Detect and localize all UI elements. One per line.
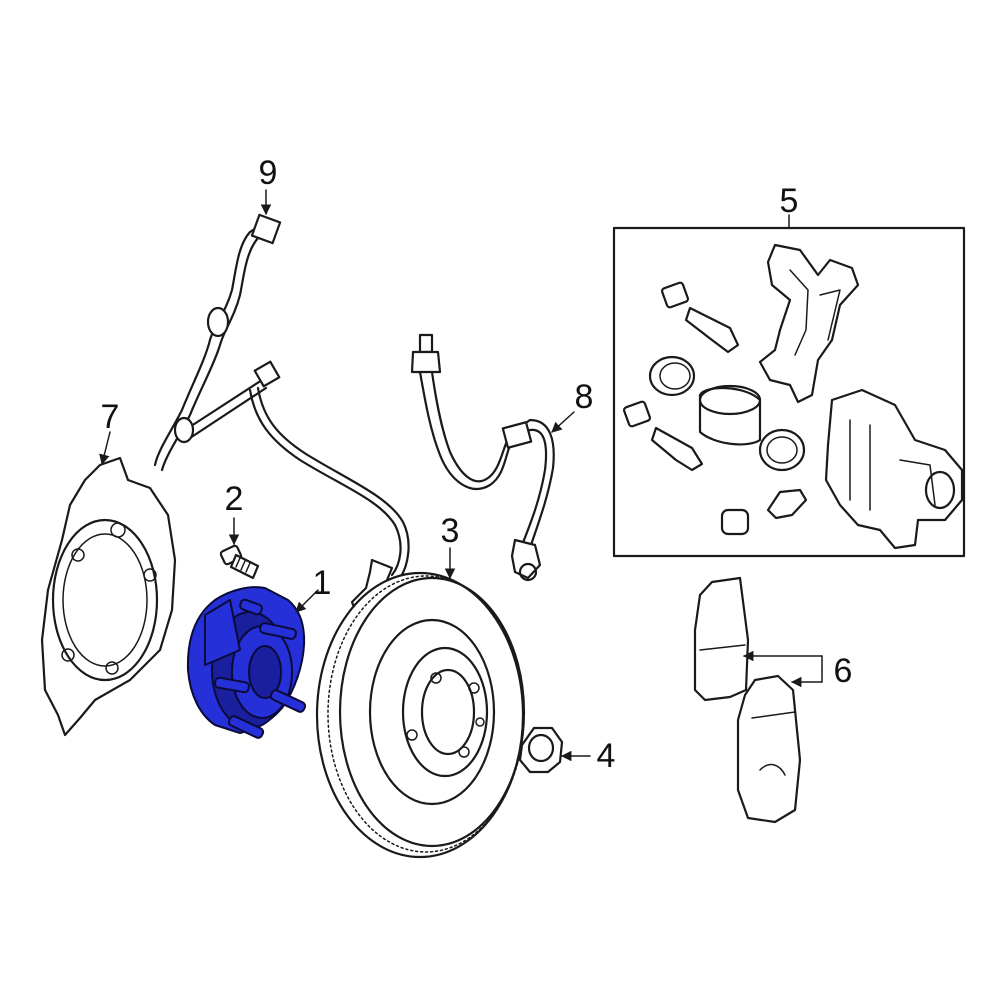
part-wheel-hub[interactable] <box>186 586 307 739</box>
callout-8: 8 <box>575 378 594 416</box>
part-dust-shield[interactable] <box>40 456 177 737</box>
callout-1: 1 <box>313 564 332 602</box>
part-wheel-stud[interactable] <box>219 544 260 580</box>
leader-1 <box>295 589 319 613</box>
part-brake-pads[interactable] <box>693 576 802 824</box>
part-brake-rotor[interactable] <box>315 571 526 859</box>
leader-7 <box>99 431 111 466</box>
callout-7: 7 <box>101 398 120 436</box>
callout-9: 9 <box>259 154 278 192</box>
part-abs-sensor-harness[interactable] <box>153 213 410 612</box>
callout-4: 4 <box>597 737 616 775</box>
callout-3: 3 <box>441 512 460 550</box>
leader-8 <box>551 411 575 433</box>
part-hub-nut[interactable] <box>518 726 564 774</box>
callout-6: 6 <box>834 652 853 690</box>
part-caliper-assembly[interactable] <box>612 226 966 558</box>
callout-numbers: 1 2 3 4 5 6 7 8 9 <box>101 154 853 775</box>
part-brake-hose[interactable] <box>410 333 555 582</box>
leader-6 <box>742 650 823 688</box>
callout-5: 5 <box>780 182 799 220</box>
leader-lines <box>99 189 823 762</box>
callout-2: 2 <box>225 480 244 518</box>
